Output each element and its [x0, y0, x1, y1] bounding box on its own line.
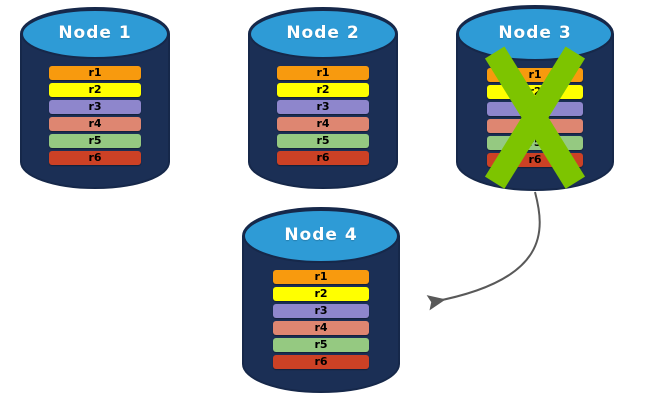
data-row-r4[interactable]: r4 — [49, 117, 141, 131]
data-row-r4[interactable]: r4 — [273, 321, 369, 335]
data-row-r6[interactable]: r6 — [277, 151, 369, 165]
node-title-4: Node 4 — [284, 225, 358, 245]
data-row-r5[interactable]: r5 — [277, 134, 369, 148]
row-label: r3 — [88, 100, 102, 113]
row-label: r4 — [528, 119, 542, 132]
data-row-r4[interactable]: r4 — [487, 119, 583, 133]
row-stack: r1 r2 r3 r4 r5 r6 — [248, 66, 398, 165]
row-label: r5 — [88, 134, 102, 147]
row-label: r1 — [314, 270, 328, 283]
data-row-r2[interactable]: r2 — [49, 83, 141, 97]
cylinder-top-ellipse — [21, 9, 169, 59]
node-cylinder-1[interactable]: Node 1 r1 r2 r3 r4 r5 r6 — [20, 7, 170, 190]
data-row-r5[interactable]: r5 — [487, 136, 583, 150]
row-label: r2 — [528, 85, 542, 98]
row-label: r4 — [314, 321, 328, 334]
data-row-r6[interactable]: r6 — [487, 153, 583, 167]
data-row-r5[interactable]: r5 — [49, 134, 141, 148]
data-row-r4[interactable]: r4 — [277, 117, 369, 131]
row-label: r6 — [88, 151, 102, 164]
data-row-r1[interactable]: r1 — [277, 66, 369, 80]
data-row-r6[interactable]: r6 — [49, 151, 141, 165]
row-label: r4 — [316, 117, 330, 130]
row-label: r3 — [314, 304, 328, 317]
data-row-r1[interactable]: r1 — [49, 66, 141, 80]
row-label: r6 — [314, 355, 328, 368]
row-stack: r1 r2 r3 r4 r5 r6 — [456, 68, 614, 167]
node-cylinder-4[interactable]: Node 4 r1 r2 r3 r4 r5 r6 — [242, 207, 400, 394]
data-row-r3[interactable]: r3 — [49, 100, 141, 114]
cylinder-top-ellipse — [243, 209, 399, 263]
node-title-3: Node 3 — [498, 23, 572, 43]
node-title-1: Node 1 — [58, 23, 132, 43]
row-label: r2 — [316, 83, 330, 96]
row-label: r1 — [528, 68, 542, 81]
data-row-r6[interactable]: r6 — [273, 355, 369, 369]
node-cylinder-2[interactable]: Node 2 r1 r2 r3 r4 r5 r6 — [248, 7, 398, 190]
row-label: r5 — [528, 136, 542, 149]
data-row-r2[interactable]: r2 — [487, 85, 583, 99]
data-row-r5[interactable]: r5 — [273, 338, 369, 352]
data-row-r1[interactable]: r1 — [487, 68, 583, 82]
row-label: r1 — [88, 66, 102, 79]
data-row-r2[interactable]: r2 — [277, 83, 369, 97]
row-label: r3 — [316, 100, 330, 113]
row-label: r6 — [316, 151, 330, 164]
data-row-r3[interactable]: r3 — [273, 304, 369, 318]
row-label: r6 — [528, 153, 542, 166]
data-row-r3[interactable]: r3 — [277, 100, 369, 114]
row-label: r1 — [316, 66, 330, 79]
row-label: r2 — [314, 287, 328, 300]
node-title-2: Node 2 — [286, 23, 360, 43]
data-row-r1[interactable]: r1 — [273, 270, 369, 284]
row-stack: r1 r2 r3 r4 r5 r6 — [20, 66, 170, 165]
cylinder-top-ellipse — [249, 9, 397, 59]
node-cylinder-3[interactable]: Node 3 r1 r2 r3 r4 r5 r6 — [456, 5, 614, 192]
row-stack: r1 r2 r3 r4 r5 r6 — [242, 270, 400, 369]
data-row-r3[interactable]: r3 — [487, 102, 583, 116]
row-label: r5 — [316, 134, 330, 147]
row-label: r5 — [314, 338, 328, 351]
row-label: r4 — [88, 117, 102, 130]
row-label: r3 — [528, 102, 542, 115]
row-label: r2 — [88, 83, 102, 96]
data-row-r2[interactable]: r2 — [273, 287, 369, 301]
